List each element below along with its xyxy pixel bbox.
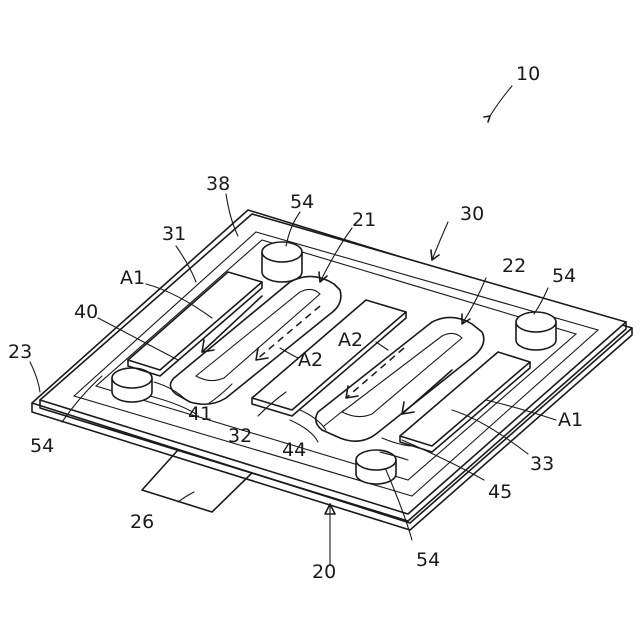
boss-54-left bbox=[112, 368, 152, 402]
label-21: 21 bbox=[352, 209, 376, 231]
label-54-right: 54 bbox=[552, 265, 576, 287]
label-38: 38 bbox=[206, 173, 230, 195]
label-41: 41 bbox=[188, 403, 212, 425]
label-33: 33 bbox=[530, 453, 554, 475]
label-32: 32 bbox=[228, 425, 252, 447]
boss-54-top bbox=[262, 242, 302, 282]
label-a1-right: A1 bbox=[558, 409, 583, 431]
label-a1-left: A1 bbox=[120, 267, 145, 289]
label-20: 20 bbox=[312, 561, 336, 583]
label-45: 45 bbox=[488, 481, 512, 503]
label-10: 10 bbox=[516, 63, 540, 85]
boss-54-right bbox=[516, 312, 556, 350]
label-40: 40 bbox=[74, 301, 98, 323]
label-23: 23 bbox=[8, 341, 32, 363]
label-a2-right: A2 bbox=[338, 329, 363, 351]
label-26: 26 bbox=[130, 511, 154, 533]
label-31: 31 bbox=[162, 223, 186, 245]
label-54-top: 54 bbox=[290, 191, 314, 213]
label-44: 44 bbox=[282, 439, 306, 461]
label-22: 22 bbox=[502, 255, 526, 277]
label-a2-left: A2 bbox=[298, 349, 323, 371]
label-30: 30 bbox=[460, 203, 484, 225]
label-54-bottom: 54 bbox=[416, 549, 440, 571]
label-54-left: 54 bbox=[30, 435, 54, 457]
